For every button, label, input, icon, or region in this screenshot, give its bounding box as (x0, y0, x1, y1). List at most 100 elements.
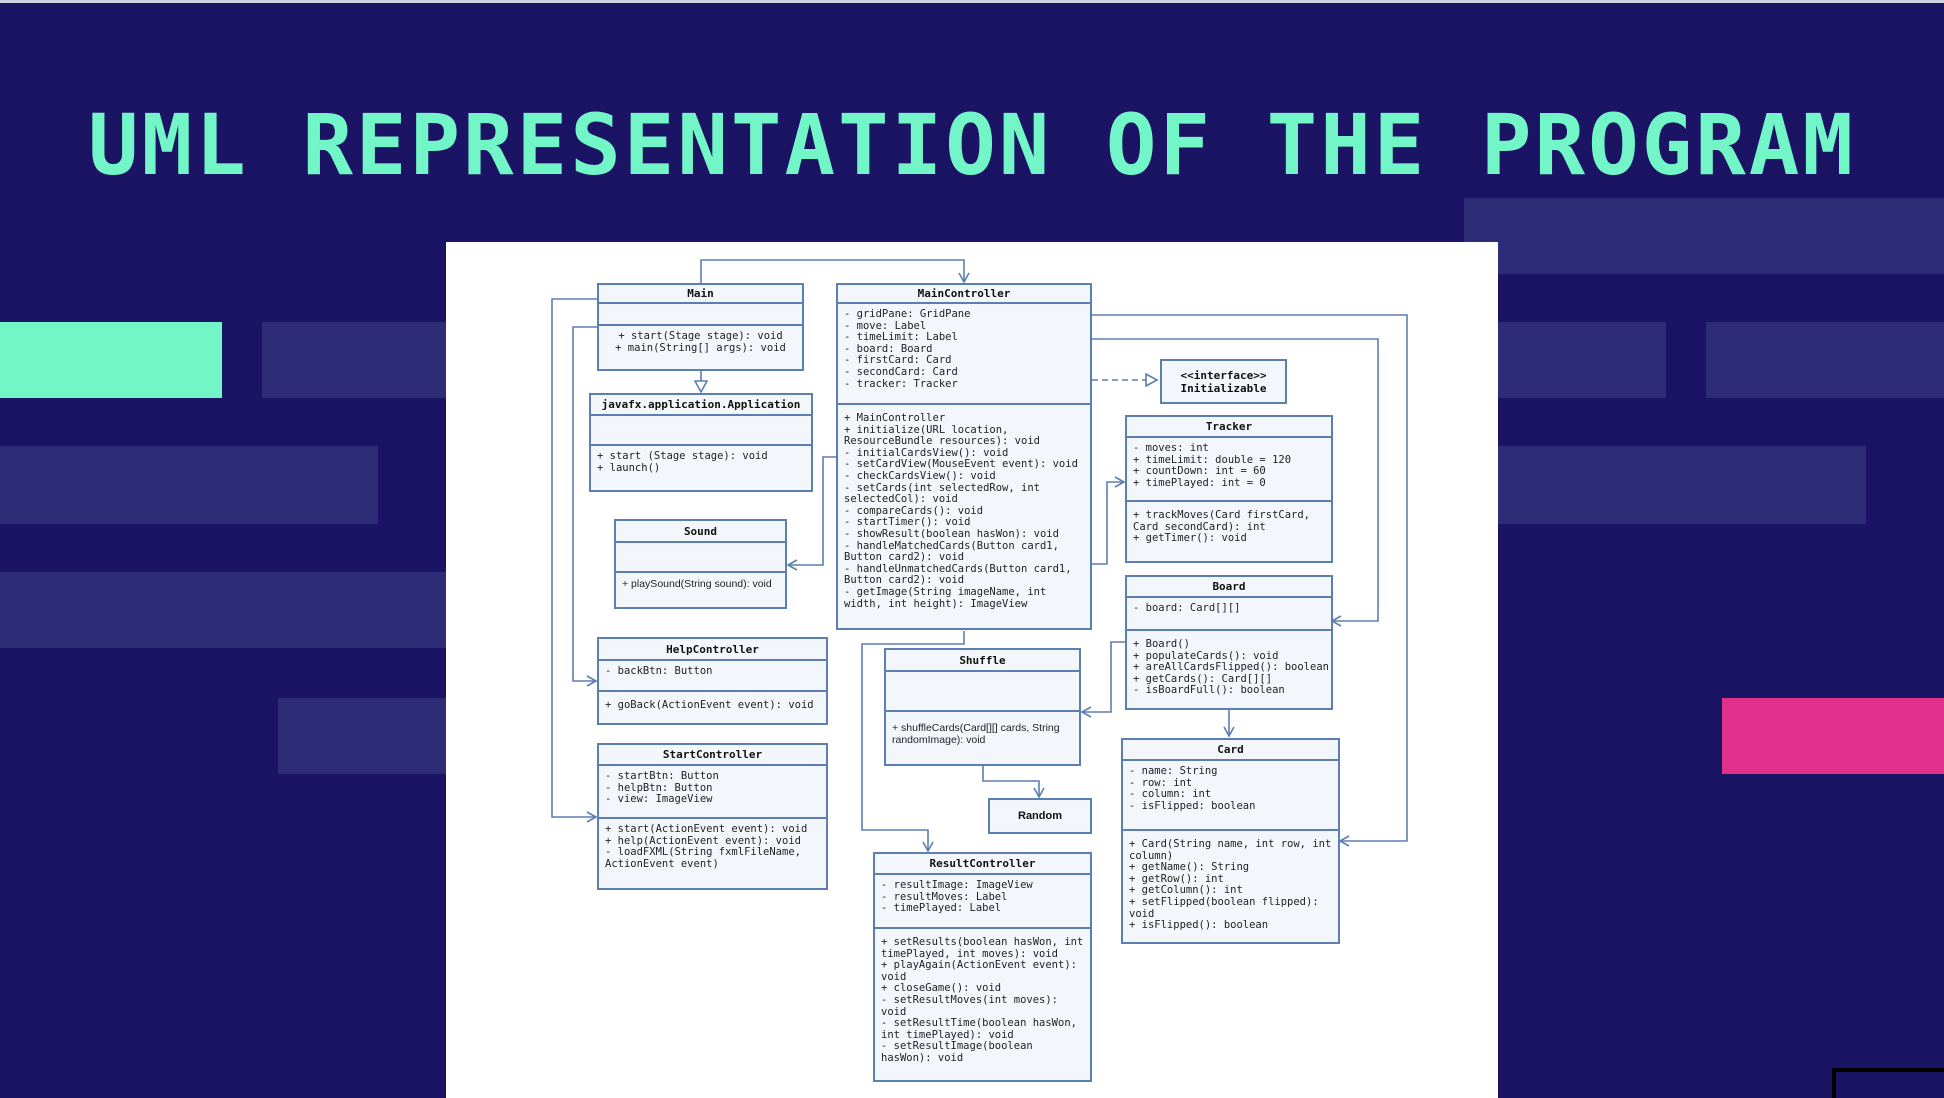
edge-maincontroller-to-tracker (1091, 476, 1126, 565)
member-line: - view: ImageView (605, 793, 713, 806)
member-line: Card secondCard): int (1133, 520, 1266, 533)
member-line: ResourceBundle resources): void (844, 435, 1040, 448)
member-line: - row: int (1129, 776, 1193, 789)
member-line: + setResults(boolean hasWon, int (881, 936, 1084, 948)
class-start-controller-methods: + start(ActionEvent event): void+ help(A… (599, 819, 826, 870)
edge-main-to-maincontroller (700, 259, 970, 285)
member-line: - setCards(int selectedRow, int (844, 481, 1040, 494)
member-line: - handleUnmatchedCards(Button card1, (844, 562, 1072, 575)
member-line: + getColumn(): int (1129, 884, 1243, 897)
interface-initializable[interactable]: <<interface>> Initializable (1160, 359, 1287, 404)
member-line: - setCardView(MouseEvent event): void (844, 458, 1078, 471)
member-line: - startTimer(): void (844, 516, 971, 529)
class-application-methods: + start (Stage stage): void+ launch() (591, 446, 811, 474)
class-help-controller-methods: + goBack(ActionEvent event): void (599, 692, 826, 712)
member-line: - move: Label (844, 319, 927, 332)
member-line: - gridPane: GridPane (844, 308, 971, 320)
uml-diagram-canvas: Main + start(Stage stage): void+ main(St… (446, 242, 1498, 1098)
class-result-controller[interactable]: ResultController - resultImage: ImageVie… (873, 852, 1092, 1082)
member-line: int timePlayed): void (881, 1028, 1014, 1041)
edge-board-to-shuffle (1080, 641, 1125, 718)
member-line: - helpBtn: Button (605, 781, 713, 794)
class-board-attributes: - board: Card[][] (1127, 598, 1331, 631)
member-line: - setResultImage(boolean (881, 1040, 1033, 1053)
member-line: - moves: int (1133, 442, 1209, 454)
member-line: - timeLimit: Label (844, 331, 958, 344)
class-help-controller[interactable]: HelpController - backBtn: Button + goBac… (597, 637, 828, 725)
edge-maincontroller-to-card (1092, 314, 1408, 847)
member-line: + populateCards(): void (1133, 649, 1279, 662)
class-card-name: Card (1123, 740, 1338, 761)
edge-main-to-helpcontroller (572, 326, 598, 687)
member-line: ActionEvent event) (605, 857, 719, 870)
class-sound-methods: + playSound(String sound): void (616, 573, 785, 591)
member-line: - compareCards(): void (844, 504, 984, 517)
class-board[interactable]: Board - board: Card[][] + Board()+ popul… (1125, 575, 1333, 710)
member-line: - tracker: Tracker (844, 377, 958, 390)
member-line: - resultMoves: Label (881, 890, 1008, 903)
member-line: void (881, 1005, 907, 1018)
member-line: - setResultMoves(int moves): (881, 993, 1059, 1006)
deco-stripe-left-1 (262, 322, 446, 398)
member-line: + start(ActionEvent event): void (605, 823, 808, 835)
class-card[interactable]: Card - name: String- row: int- column: i… (1121, 738, 1340, 944)
member-line: - column: int (1129, 788, 1212, 801)
class-shuffle-attributes (886, 672, 1079, 712)
class-start-controller[interactable]: StartController - startBtn: Button- help… (597, 743, 828, 890)
class-result-controller-attributes: - resultImage: ImageView- resultMoves: L… (875, 875, 1090, 929)
member-line: + timeLimit: double = 120 (1133, 453, 1292, 466)
class-shuffle-name: Shuffle (886, 650, 1079, 672)
class-shuffle[interactable]: Shuffle + shuffleCards(Card[][] cards, S… (884, 648, 1081, 766)
member-line: - board: Board (844, 342, 933, 355)
deco-stripe-right-top (1464, 198, 1944, 274)
member-line: Button card2): void (844, 551, 965, 564)
member-line: + countDown: int = 60 (1133, 465, 1266, 478)
member-line: + goBack(ActionEvent event): void (605, 699, 814, 711)
deco-mint-bar (0, 322, 222, 398)
edge-maincontroller-to-board (1092, 338, 1379, 627)
member-line: void (1129, 907, 1155, 920)
edge-maincontroller-to-sound (786, 456, 837, 571)
member-line: void (881, 970, 907, 983)
class-tracker[interactable]: Tracker - moves: int+ timeLimit: double … (1125, 415, 1333, 563)
member-line: + Card(String name, int row, int (1129, 838, 1332, 850)
member-line: + start(Stage stage): void (618, 330, 783, 342)
class-start-controller-attributes: - startBtn: Button- helpBtn: Button- vie… (599, 766, 826, 819)
class-card-attributes: - name: String- row: int- column: int- i… (1123, 761, 1338, 831)
member-line: + help(ActionEvent event): void (605, 834, 801, 847)
member-line: randomImage): void (892, 733, 986, 746)
member-line: column) (1129, 849, 1174, 862)
class-sound[interactable]: Sound + playSound(String sound): void (614, 519, 787, 609)
class-tracker-methods: + trackMoves(Card firstCard,Card secondC… (1127, 502, 1331, 545)
deco-pink-bar (1722, 698, 1944, 774)
deco-stripe-left-4 (278, 698, 446, 774)
class-main-attributes (599, 304, 802, 326)
class-main-controller-attributes: - gridPane: GridPane- move: Label- timeL… (838, 304, 1090, 405)
deco-stripe-right-2 (1498, 322, 1666, 398)
member-line: + main(String[] args): void (615, 341, 786, 354)
class-random[interactable]: Random (988, 798, 1092, 834)
class-main-controller[interactable]: MainController - gridPane: GridPane- mov… (836, 283, 1092, 630)
class-application[interactable]: javafx.application.Application + start (… (589, 393, 813, 492)
class-tracker-attributes: - moves: int+ timeLimit: double = 120+ c… (1127, 438, 1331, 502)
class-main-controller-methods: + MainController+ initialize(URL locatio… (838, 405, 1090, 610)
member-line: - backBtn: Button (605, 665, 713, 677)
uml-connectors (551, 259, 1408, 853)
member-line: + shuffleCards(Card[][] cards, String (892, 722, 1060, 734)
member-line: + start (Stage stage): void (597, 450, 768, 462)
member-line: - handleMatchedCards(Button card1, (844, 539, 1059, 552)
interface-name: Initializable (1180, 382, 1267, 395)
class-start-controller-name: StartController (599, 745, 826, 766)
class-tracker-name: Tracker (1127, 417, 1331, 438)
class-help-controller-attributes: - backBtn: Button (599, 661, 826, 692)
deco-stripe-left-3 (0, 572, 446, 648)
member-line: Button card2): void (844, 574, 965, 587)
member-line: + isFlipped(): boolean (1129, 919, 1269, 932)
class-result-controller-name: ResultController (875, 854, 1090, 875)
class-sound-attributes (616, 543, 785, 573)
member-line: - secondCard: Card (844, 365, 958, 378)
class-main[interactable]: Main + start(Stage stage): void+ main(St… (597, 283, 804, 371)
member-line: - getImage(String imageName, int (844, 585, 1047, 598)
member-line: - firstCard: Card (844, 354, 952, 367)
